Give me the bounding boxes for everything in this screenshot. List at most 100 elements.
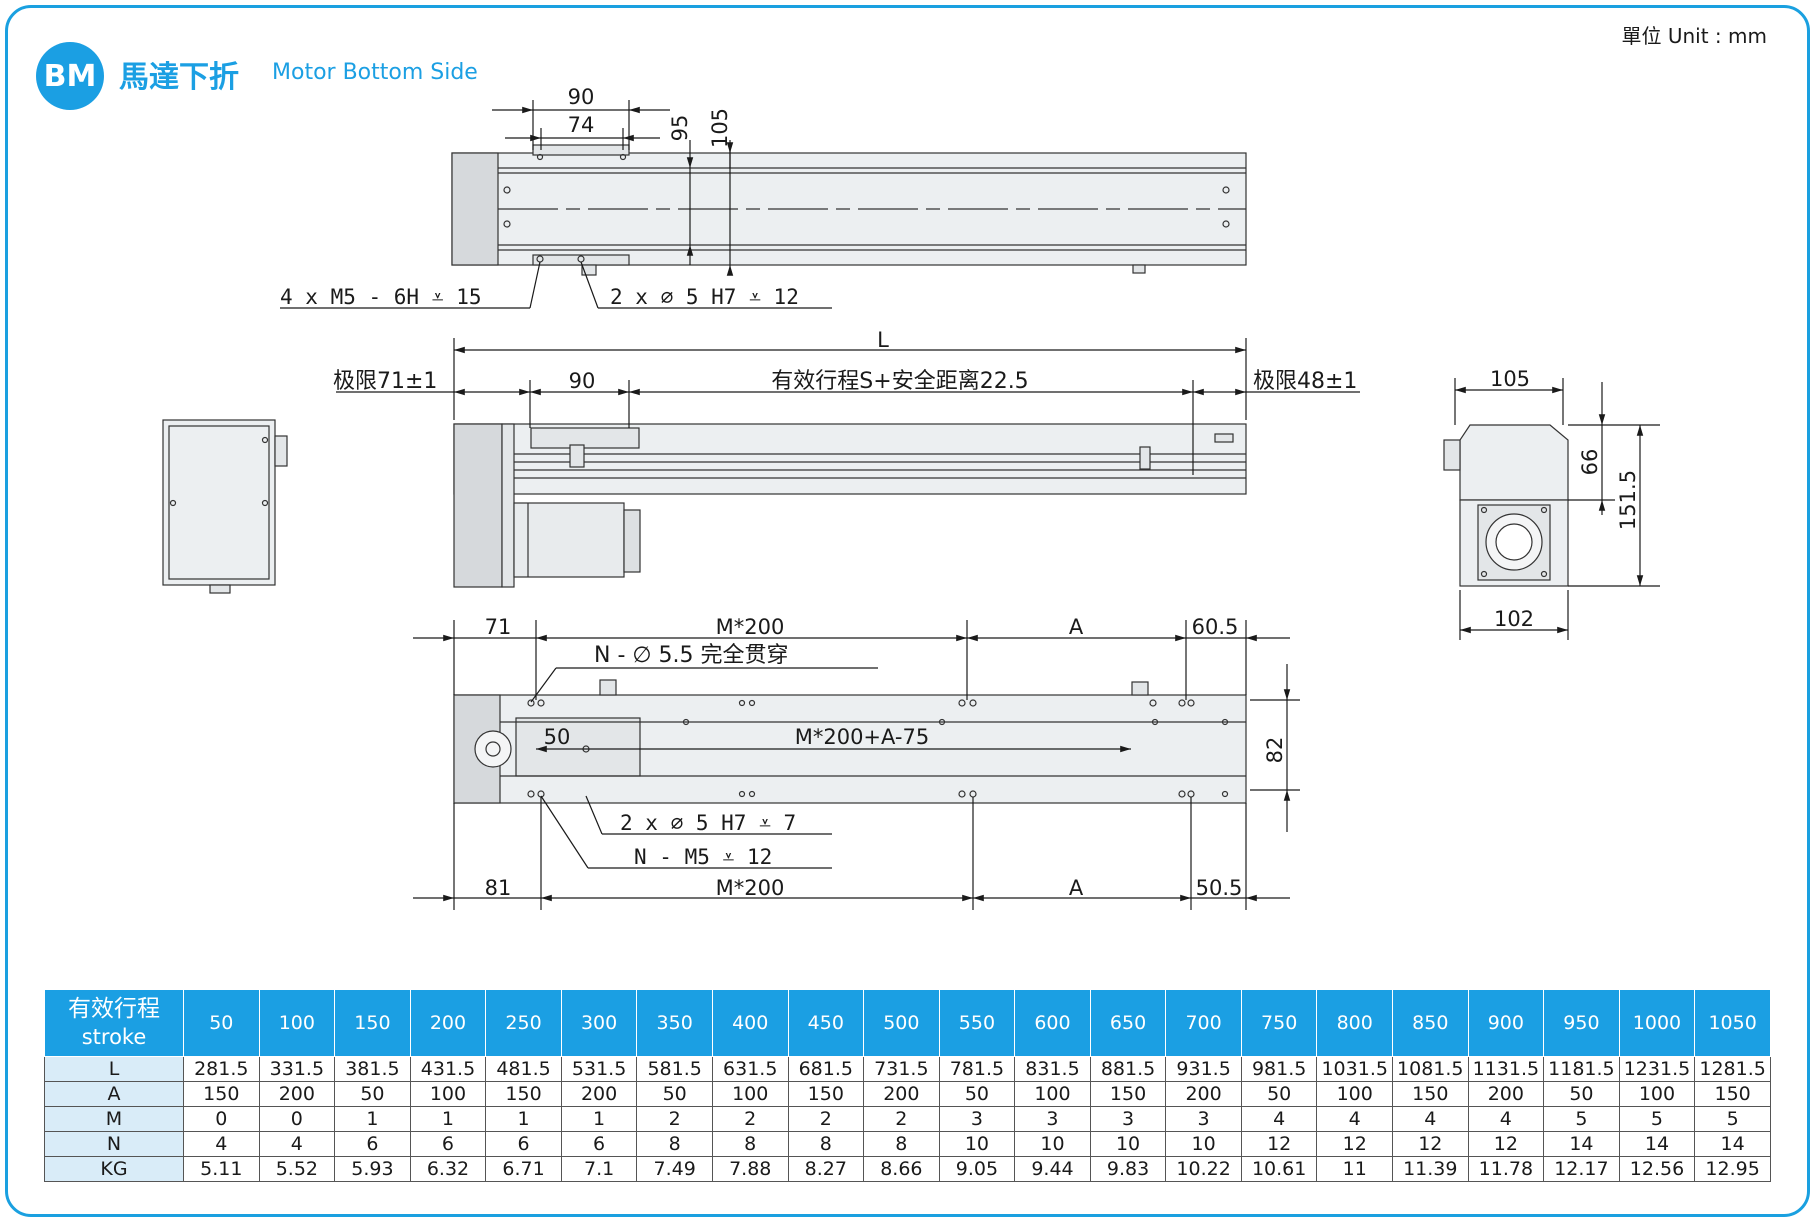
end-view-dimensions xyxy=(1454,378,1660,640)
table-cell: 5.93 xyxy=(334,1156,411,1182)
table-cell: 831.5 xyxy=(1014,1056,1091,1082)
table-cell: 9.05 xyxy=(938,1156,1016,1182)
table-cell: 12.56 xyxy=(1618,1156,1696,1182)
title-chinese: 馬達下折 xyxy=(119,60,239,95)
table-cell: 12.95 xyxy=(1694,1156,1771,1182)
table-cell: 681.5 xyxy=(787,1056,865,1082)
table-cell: 4 xyxy=(1316,1106,1393,1132)
side-view-dimensions xyxy=(336,338,1360,475)
dim-60-5: 60.5 xyxy=(1192,615,1239,639)
dim-m200-a75: M*200+A-75 xyxy=(795,725,930,749)
table-cell: 200 xyxy=(1165,1081,1242,1107)
table-header-cell: 100 xyxy=(258,989,336,1057)
table-header-cell: 500 xyxy=(863,989,940,1057)
dim-90-side: 90 xyxy=(569,369,596,393)
limit-right: 极限48±1 xyxy=(1253,369,1357,394)
slider xyxy=(530,427,640,449)
table-cell: 50 xyxy=(938,1081,1016,1107)
table-cell: 9.44 xyxy=(1014,1156,1091,1182)
table-row-label: KG xyxy=(44,1156,184,1182)
bottom-view-motor xyxy=(515,717,641,777)
right-end-view xyxy=(1443,424,1569,587)
title-english: Motor Bottom Side xyxy=(272,60,478,85)
motor xyxy=(513,502,625,578)
table-cell: 150 xyxy=(1392,1081,1469,1107)
table-cell: 581.5 xyxy=(636,1056,713,1082)
dim-105-end: 105 xyxy=(1490,367,1530,391)
table-header-cell: 900 xyxy=(1467,989,1545,1057)
side-view xyxy=(453,423,1247,588)
table-cell: 931.5 xyxy=(1165,1056,1242,1082)
table-cell: 7.1 xyxy=(560,1156,638,1182)
table-cell: 5 xyxy=(1618,1106,1696,1132)
table-cell: 781.5 xyxy=(938,1056,1016,1082)
table-cell: 50 xyxy=(1240,1081,1318,1107)
table-cell: 9.83 xyxy=(1089,1156,1167,1182)
table-cell: 2 xyxy=(636,1106,713,1132)
table-cell: 881.5 xyxy=(1089,1056,1167,1082)
table-header-cell: 550 xyxy=(938,989,1016,1057)
dim-L: L xyxy=(877,328,889,352)
note-through-hole: N - ∅ 5.5 完全贯穿 xyxy=(594,643,789,668)
table-cell: 4 xyxy=(1240,1106,1318,1132)
dim-102: 102 xyxy=(1494,607,1534,631)
table-cell: 11 xyxy=(1316,1156,1393,1182)
header-cn: 有效行程 xyxy=(68,996,160,1022)
table-cell: 150 xyxy=(787,1081,865,1107)
table-cell: 631.5 xyxy=(711,1056,789,1082)
table-cell: 7.49 xyxy=(636,1156,713,1182)
table-cell: 1131.5 xyxy=(1467,1056,1545,1082)
table-header-cell: 1050 xyxy=(1694,989,1771,1057)
table-header-cell: 800 xyxy=(1316,989,1393,1057)
table-cell: 1 xyxy=(560,1106,638,1132)
table-cell: 1 xyxy=(334,1106,411,1132)
table-cell: 2 xyxy=(787,1106,865,1132)
table-cell: 8 xyxy=(636,1131,713,1157)
table-cell: 12 xyxy=(1392,1131,1469,1157)
top-view-slider-plate xyxy=(532,144,630,156)
table-header-cell: 750 xyxy=(1240,989,1318,1057)
unit-label: 單位 Unit : mm xyxy=(1621,24,1768,48)
table-cell: 381.5 xyxy=(334,1056,411,1082)
table-cell: 8 xyxy=(787,1131,865,1157)
table-cell: 14 xyxy=(1618,1131,1696,1157)
table-cell: 0 xyxy=(258,1106,336,1132)
table-cell: 6 xyxy=(334,1131,411,1157)
table-cell: 481.5 xyxy=(485,1056,562,1082)
table-cell: 981.5 xyxy=(1240,1056,1318,1082)
limit-left: 极限71±1 xyxy=(333,369,437,394)
table-cell: 100 xyxy=(711,1081,789,1107)
table-header-stroke: 有效行程 stroke xyxy=(44,989,184,1057)
table-header-cell: 200 xyxy=(409,989,487,1057)
table-header-cell: 650 xyxy=(1089,989,1167,1057)
table-cell: 8 xyxy=(863,1131,940,1157)
note-pin-top: 2 x ∅ 5 H7 ⩡ 12 xyxy=(610,285,799,309)
side-view-endcap xyxy=(453,423,503,588)
table-cell: 6.32 xyxy=(409,1156,487,1182)
table-header-cell: 850 xyxy=(1392,989,1469,1057)
table-cell: 4 xyxy=(1392,1106,1469,1132)
table-cell: 50 xyxy=(636,1081,713,1107)
table-header-cell: 50 xyxy=(183,989,260,1057)
table-cell: 150 xyxy=(1089,1081,1167,1107)
table-cell: 8.66 xyxy=(863,1156,940,1182)
table-cell: 12 xyxy=(1467,1131,1545,1157)
table-cell: 10.22 xyxy=(1165,1156,1242,1182)
table-cell: 4 xyxy=(183,1131,260,1157)
dim-81: 81 xyxy=(485,876,512,900)
table-cell: 10 xyxy=(1014,1131,1091,1157)
table-cell: 1281.5 xyxy=(1694,1056,1771,1082)
table-cell: 200 xyxy=(1467,1081,1545,1107)
note-screw-bottom: N - M5 ⩡ 12 xyxy=(634,845,772,869)
table-cell: 50 xyxy=(1543,1081,1620,1107)
table-row-label: L xyxy=(44,1056,184,1082)
table-cell: 150 xyxy=(1694,1081,1771,1107)
table-cell: 100 xyxy=(1014,1081,1091,1107)
table-cell: 14 xyxy=(1694,1131,1771,1157)
model-badge: BM xyxy=(36,42,104,110)
table-cell: 100 xyxy=(1316,1081,1393,1107)
